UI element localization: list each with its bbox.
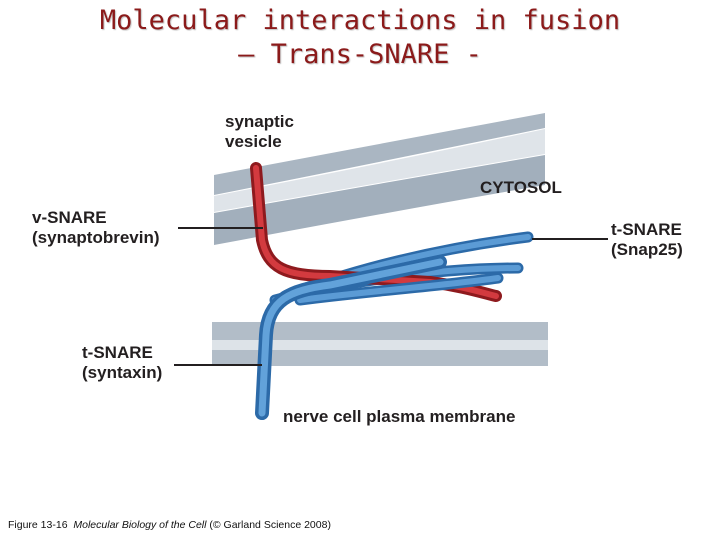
- t-snare-syntaxin-helix: [255, 255, 447, 420]
- plasma-membrane: [212, 322, 548, 366]
- v-snare-label: v-SNARE (synaptobrevin): [32, 208, 160, 248]
- v-snare-helix: [250, 162, 502, 302]
- title-line-2: – Trans-SNARE -: [238, 39, 482, 70]
- synaptic-vesicle-label-line-2: vesicle: [225, 132, 282, 151]
- v-snare-label-line-1: v-SNARE: [32, 208, 107, 227]
- title-line-1: Molecular interactions in fusion: [99, 5, 621, 36]
- t-snare-syntaxin-label-line-1: t-SNARE: [82, 343, 153, 362]
- t-snare-syntaxin-label: t-SNARE (syntaxin): [82, 343, 162, 383]
- synaptic-vesicle-label: synaptic vesicle: [225, 112, 294, 152]
- cytosol-label: CYTOSOL: [480, 178, 562, 197]
- t-snare-syntaxin-leader-line: [174, 364, 262, 366]
- caption-figure-number: Figure 13-16: [8, 519, 68, 531]
- t-snare-front-helix: [294, 272, 504, 306]
- plasma-membrane-label: nerve cell plasma membrane: [283, 407, 516, 426]
- v-snare-leader-line: [178, 227, 263, 229]
- slide-title: Molecular interactions in fusion – Trans…: [0, 4, 720, 72]
- t-snare-snap25-label-line-1: t-SNARE: [611, 220, 682, 239]
- t-snare-snap25-leader-line: [532, 238, 608, 240]
- synaptic-vesicle-label-line-1: synaptic: [225, 112, 294, 131]
- caption-publisher: (© Garland Science 2008): [209, 519, 331, 531]
- t-snare-snap25-label: t-SNARE (Snap25): [611, 220, 683, 260]
- figure-caption: Figure 13-16 Molecular Biology of the Ce…: [8, 519, 331, 531]
- caption-book-title: Molecular Biology of the Cell: [73, 519, 207, 531]
- vesicle-membrane: [214, 113, 545, 245]
- t-snare-syntaxin-label-line-2: (syntaxin): [82, 363, 163, 382]
- t-snare-snap25-label-line-2: (Snap25): [611, 240, 683, 259]
- v-snare-label-line-2: (synaptobrevin): [32, 228, 160, 247]
